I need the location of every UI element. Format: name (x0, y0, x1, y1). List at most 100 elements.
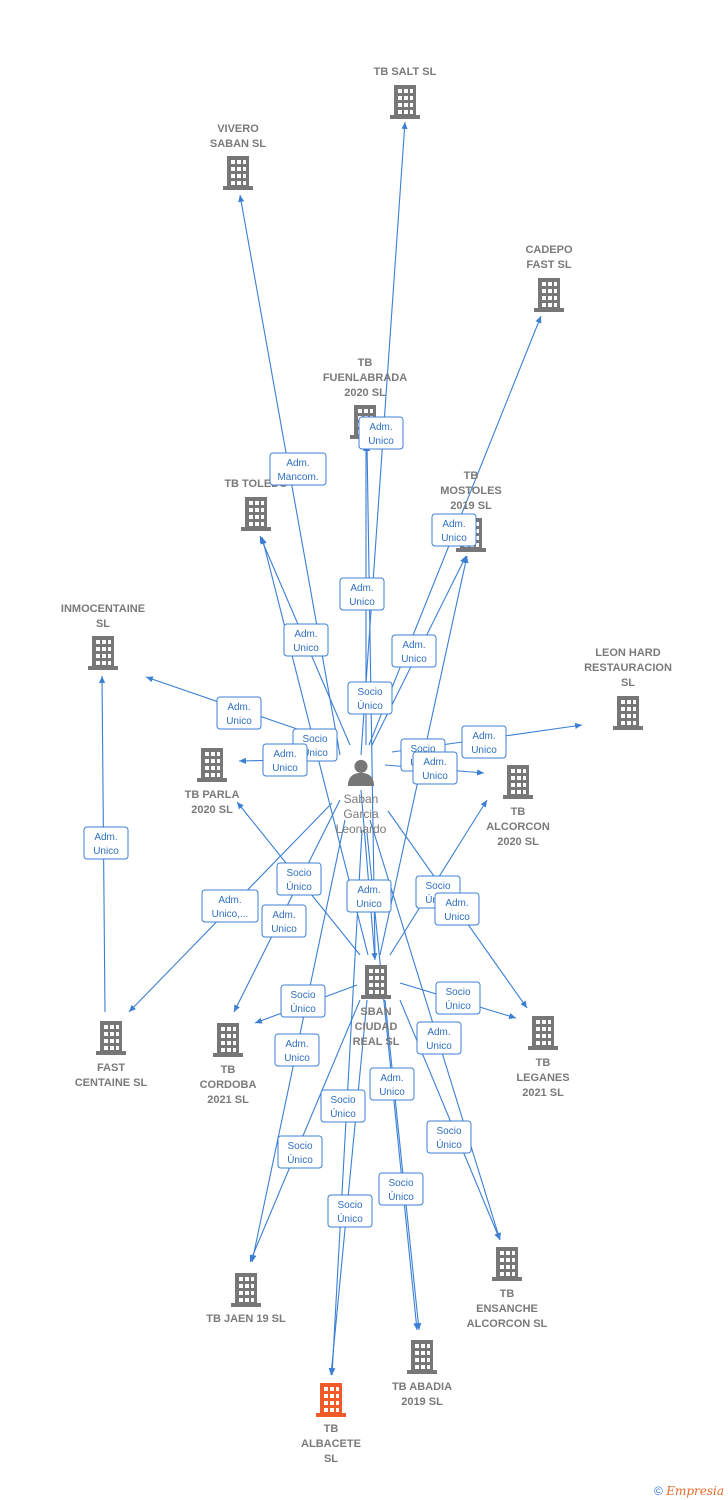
edge-label-text: Adm. (472, 731, 495, 742)
edge-label-l11[interactable]: Adm.Unico (461, 725, 507, 759)
edge-label-text: Socio (436, 1126, 461, 1137)
edge-label-l19[interactable]: Adm.Unico (261, 904, 307, 938)
edge-label-text: Unico (422, 771, 448, 782)
edge-label-text: Adm. (227, 702, 250, 713)
edge-label-l1[interactable]: Adm.Mancom. (269, 452, 327, 486)
node-label-line: CADEPO (525, 244, 573, 256)
node-label-line: Garcia (343, 807, 379, 821)
node-label-line: TB (536, 1057, 551, 1069)
edge-label-box (277, 1135, 323, 1169)
node-label-line: LEGANES (516, 1072, 569, 1084)
edge-label-l4[interactable]: Adm.Unico (339, 577, 385, 611)
edge-label-text: Unico (93, 846, 119, 857)
edge-labels-layer: Adm.Mancom.Adm.UnicoAdm.UnicoAdm.UnicoAd… (83, 416, 507, 1228)
building-icon (613, 696, 643, 730)
edge-label-text: Adm. (285, 1039, 308, 1050)
edge-label-l10[interactable]: Adm.Unico (262, 743, 308, 777)
edge-arrow-27 (328, 999, 368, 1376)
building-icon (503, 765, 533, 799)
edge-label-l13[interactable]: Adm.Unico (412, 751, 458, 785)
node-label-line: CENTAINE SL (75, 1077, 148, 1089)
node-label-line: TB ABADIA (392, 1381, 452, 1393)
edge-label-box (201, 889, 259, 923)
edge-label-text: Unico (356, 899, 382, 910)
edge-arrow-26 (249, 999, 361, 1263)
edge-label-l3[interactable]: Adm.Unico (431, 513, 477, 547)
building-icon (241, 497, 271, 531)
edge-label-l24[interactable]: Adm. Unico (274, 1033, 320, 1067)
edge-label-text: Adm. (94, 832, 117, 843)
building-icon (492, 1247, 522, 1281)
edge-label-text: Unico (284, 1053, 310, 1064)
node-label-line: SABAN SL (210, 138, 267, 150)
node-label-line: TB (511, 806, 526, 818)
edge-label-box (431, 513, 477, 547)
person-icon (347, 759, 375, 786)
edge-label-box (378, 1172, 424, 1206)
edge-label-box (274, 1033, 320, 1067)
edge-label-l17[interactable]: Adm.Unico,... (201, 889, 259, 923)
company-node-jaen[interactable]: TB JAEN 19 SL (206, 1273, 286, 1325)
edge-label-text: Único (287, 1153, 313, 1166)
edge-label-box (262, 743, 308, 777)
node-label-line: Saban (344, 792, 379, 806)
edge-label-text: Unico (441, 533, 467, 544)
edge-label-text: Mancom. (277, 472, 318, 483)
edge-label-l18[interactable]: Adm.Unico (346, 879, 392, 913)
company-node-salt[interactable]: TB SALT SL (374, 66, 437, 119)
node-label-line: 2021 SL (207, 1094, 249, 1106)
node-label-line: TB PARLA (185, 789, 240, 801)
edge-label-box (269, 452, 327, 486)
edge-label-l7[interactable]: Adm.Unico (216, 696, 262, 730)
company-node-toledo[interactable]: TB TOLEDO (224, 478, 288, 531)
edge-label-text: Único (445, 999, 471, 1012)
building-icon (213, 1023, 243, 1057)
edge-label-l26[interactable]: Adm.Unico (369, 1067, 415, 1101)
edge-label-l14[interactable]: Adm. Unico (83, 826, 129, 860)
edge-arrow-28 (384, 999, 422, 1331)
edge-label-box (83, 826, 129, 860)
edge-label-box (412, 751, 458, 785)
edge-label-text: Socio (425, 881, 450, 892)
edge-label-text: Unico (349, 597, 375, 608)
node-label-line: CIUDAD (355, 1021, 398, 1033)
building-icon (361, 965, 391, 999)
edge-label-box (280, 984, 326, 1018)
edge-label-text: Único (286, 880, 312, 893)
edge-label-l6[interactable]: Adm.Unico (391, 634, 437, 668)
edge-label-text: Único (388, 1190, 414, 1203)
edge-label-l5[interactable]: Adm.Unico (283, 623, 329, 657)
edge-label-text: Adm. (445, 898, 468, 909)
edge-label-text: Unico (272, 763, 298, 774)
empresia-logo[interactable]: Empresia (666, 1484, 724, 1498)
node-label-line: TB (464, 470, 479, 482)
edge-label-l21[interactable]: Adm.Unico (434, 892, 480, 926)
edge-label-l25[interactable]: Adm.Unico (416, 1021, 462, 1055)
edge-label-l2[interactable]: Adm.Unico (358, 416, 404, 450)
